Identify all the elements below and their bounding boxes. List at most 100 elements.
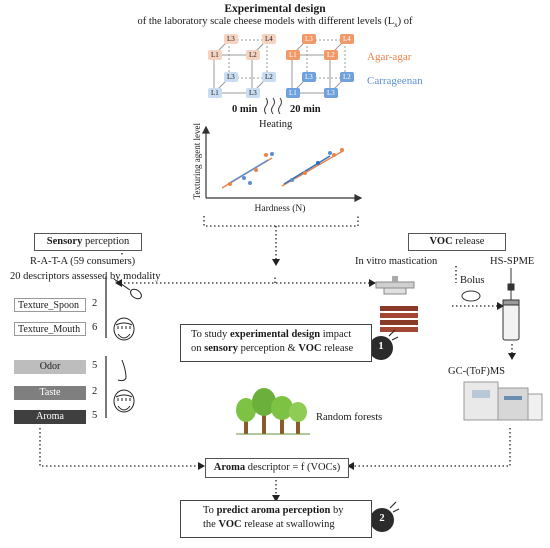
title-line-2: of the laboratory scale cheese models wi… (110, 16, 440, 29)
goal-1-text: To study (191, 329, 230, 340)
modality-count: 2 (92, 298, 98, 309)
cube-label: L3 (249, 89, 257, 97)
cube-nodes-left (208, 34, 276, 98)
cube-label: L1 (211, 51, 219, 59)
hsspme-label: HS-SPME (490, 256, 535, 267)
mouth-icon-2 (113, 389, 135, 413)
random-forest-icon (236, 388, 310, 435)
cube-heated (291, 39, 346, 94)
cube-label: L2 (265, 73, 273, 81)
goal-1-text: impact (320, 329, 352, 340)
time-20-label: 20 min (290, 104, 321, 115)
bolus-icon (461, 290, 481, 302)
modality-texture-mouth: Texture_Mouth (14, 322, 86, 336)
goal-1-text: release (321, 343, 354, 355)
goal-2-text: release at swallowing (241, 519, 335, 531)
voc-title-rest: release (452, 236, 485, 247)
sensory-header: Sensory perception (35, 234, 141, 250)
mastication-label: In vitro mastication (355, 256, 438, 267)
modality-texture-spoon: Texture_Spoon (14, 298, 86, 312)
rata-label: R-A-T-A (59 consumers) (30, 256, 136, 267)
agar-label: Agar-agar (367, 51, 412, 63)
cube-nodes-right (286, 34, 354, 98)
cube-label: L2 (249, 51, 257, 59)
goal-1-text: perception & (237, 343, 299, 355)
modality-odor: Odor (14, 360, 86, 374)
descriptor-subtitle: 20 descriptors assessed by modality (10, 271, 161, 282)
equation-text: Aroma descriptor = f (VOCs) (206, 459, 348, 477)
voc-header: VOC release (409, 234, 505, 250)
mastication-device-icon (375, 276, 418, 332)
equation-bold: Aroma (213, 462, 246, 473)
cube-label: L3 (227, 73, 235, 81)
title-line-2-pre: of the laboratory scale cheese models wi… (137, 16, 395, 27)
goal-1-text-bold: experimental design (229, 329, 321, 340)
goal-1-text-bold: sensory (204, 343, 238, 355)
cube-label: L2 (343, 73, 351, 81)
equation-box: Aroma descriptor = f (VOCs) (205, 458, 349, 478)
regression-lines (221, 150, 344, 189)
voc-header-box: VOC release (408, 233, 506, 251)
gcms-icon (463, 381, 543, 421)
data-points (228, 148, 344, 186)
goal-1-text: on (191, 343, 205, 355)
gcms-label: GC-(ToF)MS (448, 366, 506, 377)
random-forests-label: Random forests (316, 412, 383, 423)
heating-label: Heating (259, 119, 293, 130)
bolus-label: Bolus (460, 275, 485, 286)
sensory-title-rest: perception (82, 236, 130, 247)
modality-count: 5 (92, 360, 98, 371)
goal-badge-2 (370, 501, 400, 532)
cube-label: L3 (227, 35, 235, 43)
sensory-title-bold: Sensory (46, 236, 83, 247)
cube-label: L4 (343, 35, 351, 43)
arrowheads (115, 259, 376, 502)
plot-axes (202, 125, 363, 202)
title-sub: x (394, 21, 398, 30)
goal-2-box: To predict aroma perception by the VOC r… (180, 500, 372, 538)
modality-taste: Taste (14, 386, 86, 400)
goal-2-text-bold: VOC (218, 519, 242, 531)
voc-title-bold: VOC (429, 236, 453, 247)
mouth-icon (113, 317, 135, 341)
title-line-1: Experimental design (224, 3, 326, 15)
plot-xlabel: Hardness (N) (254, 204, 306, 214)
goal-1-text-bold: VOC (298, 343, 322, 355)
goal-1-line-1: To study experimental design impact (181, 325, 371, 341)
title-line-2-post: ) of (397, 16, 413, 27)
goal-2-line-2: the VOC release at swallowing (181, 517, 371, 531)
cube-label: L2 (327, 51, 335, 59)
heating-icon (264, 97, 282, 115)
cube-label: L3 (305, 73, 313, 81)
goal-1-number: 1 (378, 341, 384, 352)
goal-2-number: 2 (379, 513, 385, 524)
cube-label: L1 (289, 89, 297, 97)
goal-2-text: by (330, 505, 344, 516)
equation-rest: descriptor = f (VOCs) (245, 462, 341, 473)
nose-icon (117, 359, 127, 382)
goal-2-text: the (203, 519, 219, 531)
goal-1-box: To study experimental design impact on s… (180, 324, 372, 362)
spoon-icon (113, 278, 142, 300)
cube-label: L1 (211, 89, 219, 97)
cube-label: L4 (265, 35, 273, 43)
voc-flow-arrows (452, 305, 513, 356)
goal-2-text: To (203, 505, 217, 516)
plot-ylabel: Texturing agent level (191, 123, 202, 200)
sensory-header-box: Sensory perception (34, 233, 142, 251)
time-0-label: 0 min (232, 104, 258, 115)
goal-2-text-bold: predict aroma perception (216, 505, 331, 516)
modality-count: 5 (92, 410, 98, 421)
goal-2-line-1: To predict aroma perception by (181, 501, 371, 517)
cube-label: L3 (327, 89, 335, 97)
cube-label: L1 (289, 51, 297, 59)
modality-count: 6 (92, 322, 98, 333)
carrageenan-label: Carrageenan (367, 75, 423, 87)
cube-label: L3 (305, 35, 313, 43)
modality-aroma: Aroma (14, 410, 86, 424)
modality-count: 2 (92, 386, 98, 397)
goal-badge-1 (369, 329, 399, 360)
hs-spme-icon (502, 268, 520, 341)
voc-flow-arrowheads (497, 302, 516, 360)
